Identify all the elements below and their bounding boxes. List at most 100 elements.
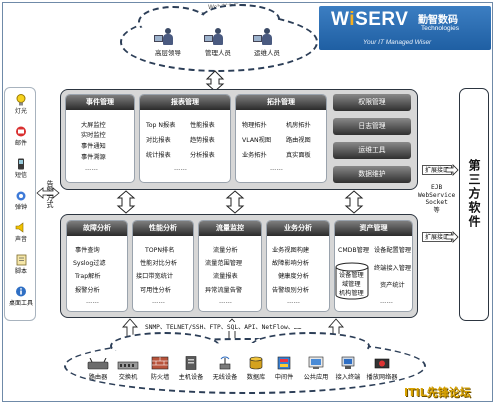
device-app: 公共应用 (296, 356, 336, 381)
traffic-monitor-group: 流量监控 流量分析 流量范围管理 流量报表 异常流量告警 …… (198, 220, 262, 312)
sidebar-item-sound: 声音 (5, 222, 37, 243)
desktop-tool-icon (15, 286, 27, 297)
group-item: 终端接入管理 (374, 265, 412, 272)
group-item: 可用性分析 (140, 287, 171, 294)
group-item: 业务拓扑 (242, 152, 267, 159)
group-item: Syslog过滤 (73, 260, 106, 267)
router-icon (78, 356, 118, 370)
third-party-label: 第三方软件 (467, 159, 481, 229)
itil-watermark: ITIL先锋论坛 (404, 386, 471, 399)
device-firewall: 防火墙 (140, 356, 180, 381)
device-middleware: 中间件 (264, 356, 304, 381)
sidebar-item-alarm: 弹钟 (5, 190, 37, 211)
log-mgmt-button[interactable]: 日志管理 (333, 118, 411, 135)
group-title: 事件管理 (66, 95, 134, 110)
logo-tagline: Your IT Managed Wiser (363, 39, 432, 46)
group-more: …… (287, 298, 301, 305)
logo-en: Technologies (421, 25, 459, 32)
group-item: CMDB管理 (338, 247, 370, 254)
group-item: TOPN排名 (145, 247, 175, 254)
script-icon (15, 254, 27, 265)
group-item: 物理拓扑 (242, 122, 267, 129)
device-switch: 交换机 (108, 356, 148, 381)
alarm-icon (15, 190, 27, 201)
group-item: 统计报表 (146, 152, 171, 159)
protocol-list: SNMP、TELNET/SSH、FTP、SQL、API、NetFlow、…… (143, 322, 304, 331)
group-item: 事件通知 (81, 143, 106, 150)
group-item: 异常流量告警 (205, 287, 243, 294)
cmdb-line: 设备管理 (339, 272, 364, 279)
group-more: …… (270, 165, 284, 172)
wiserv-logo: WiSERV 勤智数码 Technologies Your IT Managed… (319, 6, 491, 50)
user-manager: 管理人员 (196, 28, 240, 57)
group-item: 资产统计 (380, 282, 405, 289)
logo-cn: 勤智数码 (418, 15, 458, 26)
ops-tools-button[interactable]: 运维工具 (333, 142, 411, 159)
cmdb-line: 机构管理 (339, 290, 364, 297)
monitor-icon (204, 35, 213, 42)
group-item: 对比报表 (146, 137, 171, 144)
group-item: 流量范围管理 (205, 260, 243, 267)
server-icon (171, 356, 211, 370)
business-analysis-group: 业务分析 业务视图构建 故障影响分析 健康度分析 告警级别分析 …… (266, 220, 330, 312)
group-item: 趋势报表 (190, 137, 215, 144)
device-router: 路由器 (78, 356, 118, 381)
device-wireless: 无线设备 (205, 356, 245, 381)
topology-mgmt-group: 拓扑管理 物理拓扑 机房拓扑 VLAN视图 路由视图 业务拓扑 真实面板 …… (235, 94, 327, 183)
database-icon (236, 356, 276, 370)
group-title: 性能分析 (133, 221, 193, 236)
group-item: 接口带宽统计 (136, 273, 174, 280)
group-item: 性能报表 (190, 122, 215, 129)
arrow-panel-link-right (344, 190, 364, 214)
application-icon (296, 356, 336, 370)
media-icon (362, 356, 402, 370)
group-title: 报表管理 (140, 95, 230, 110)
group-title: 业务分析 (267, 221, 329, 236)
group-more: …… (85, 165, 99, 172)
group-item: 路由视图 (286, 137, 311, 144)
group-more: …… (380, 298, 394, 305)
fault-analysis-group: 故障分析 事件查询 Syslog过滤 Trap解析 报警分析 …… (66, 220, 128, 312)
terminal-icon (328, 356, 368, 370)
group-item: 机房拓扑 (286, 122, 311, 129)
monitor-icon (253, 35, 262, 42)
cmdb-cylinder-icon (335, 262, 369, 300)
data-maintenance-button[interactable]: 数据维护 (333, 166, 411, 183)
monitor-icon (154, 35, 163, 42)
group-more: …… (86, 298, 100, 305)
bulb-icon (15, 93, 27, 105)
group-item: 事件查询 (75, 247, 100, 254)
mail-icon (15, 126, 27, 137)
event-mgmt-group: 事件管理 大屏监控 实时监控 事件通知 事件溯源 …… (65, 94, 135, 183)
device-host: 主机设备 (171, 356, 211, 381)
group-item: 设备配置管理 (374, 247, 412, 254)
arrow-panel-link-center (225, 190, 245, 214)
group-title: 资产管理 (335, 221, 412, 236)
user-operator: 运维人员 (245, 28, 289, 57)
group-more: …… (219, 298, 233, 305)
group-item: 分析报表 (190, 152, 215, 159)
group-item: 真实面板 (286, 152, 311, 159)
group-item: 性能对比分析 (140, 260, 178, 267)
group-more: …… (152, 298, 166, 305)
sidebar-item-light: 灯光 (5, 93, 37, 115)
device-database: 数据库 (236, 356, 276, 381)
phone-icon (15, 158, 27, 169)
group-item: Trap解析 (75, 273, 101, 280)
arrow-alert-sidebar (36, 187, 60, 199)
sidebar-item-desktop: 桌面工具 (5, 286, 37, 307)
group-item: 业务视图构建 (272, 247, 310, 254)
firewall-icon (140, 356, 180, 370)
arrow-ext-bottom (445, 231, 459, 243)
perf-analysis-group: 性能分析 TOPN排名 性能对比分析 接口带宽统计 可用性分析 …… (132, 220, 194, 312)
middleware-icon (264, 356, 304, 370)
top-panel: 事件管理 大屏监控 实时监控 事件通知 事件溯源 …… 报表管理 Top N报表… (60, 89, 418, 190)
user-label: 高层领导 (155, 49, 181, 57)
group-item: VLAN视图 (242, 137, 272, 144)
logo-wordmark: WiSERV (331, 9, 409, 30)
group-item: 告警级别分析 (272, 287, 310, 294)
alert-sidebar: 灯光 邮件 短信 弹钟 声音 脚本 桌面工具 (4, 87, 36, 321)
third-party-box: 第三方软件 (459, 88, 489, 321)
permission-mgmt-button[interactable]: 权限管理 (333, 94, 411, 111)
